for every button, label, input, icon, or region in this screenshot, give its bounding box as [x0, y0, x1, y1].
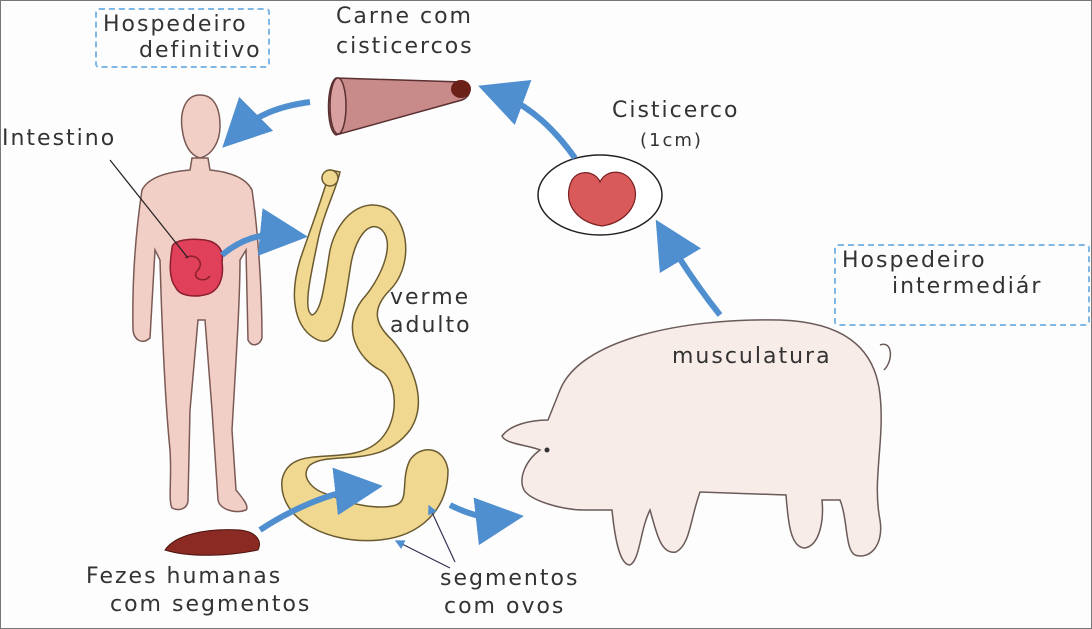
feces-drawing [164, 529, 260, 556]
cysticercus-label-line1: Cisticerco [612, 98, 740, 123]
arrow-worm-to-pig [448, 497, 524, 546]
adult-worm-drawing [281, 169, 449, 542]
arrow-feces-to-worm [258, 467, 383, 533]
cycle-arrows [220, 79, 723, 569]
musculature-label: musculatura [672, 344, 832, 369]
pointer-segments-1 [428, 504, 456, 563]
intermediate-host-line1: Hospedeiro [842, 248, 987, 273]
arrow-cyst-to-meat [478, 79, 578, 160]
intermediate-host-line2: intermediár [892, 274, 1043, 299]
definitive-host-line1: Hospedeiro [103, 12, 248, 37]
intermediate-host-box: Hospedeiro intermediár [834, 244, 1090, 326]
definitive-host-box: Hospedeiro definitivo [95, 8, 270, 68]
cysticercus-drawing [537, 154, 663, 236]
cysticercus-label-line2: (1cm) [640, 130, 703, 151]
adult-worm-label-line1: verme [390, 285, 471, 310]
segments-label-line2: com ovos [444, 594, 566, 619]
pig-drawing [501, 319, 892, 566]
human-figure [132, 94, 263, 513]
meat-drawing [327, 77, 471, 136]
intestine-label: Intestino [2, 126, 117, 151]
definitive-host-line2: definitivo [139, 38, 262, 63]
meat-label-line2: cisticercos [336, 34, 474, 59]
feces-label-line1: Fezes humanas [86, 564, 283, 589]
feces-label-line2: com segmentos [110, 592, 312, 617]
pointer-segments-2 [394, 540, 451, 569]
arrow-pig-to-cyst [655, 219, 723, 317]
arrow-intestine-to-worm [220, 208, 308, 258]
adult-worm-label-line2: adulto [390, 313, 472, 338]
segments-label-line1: segmentos [440, 566, 580, 591]
meat-label-line1: Carne com [336, 4, 473, 29]
intestine-drawing [109, 159, 224, 297]
arrow-meat-to-human [222, 96, 311, 148]
